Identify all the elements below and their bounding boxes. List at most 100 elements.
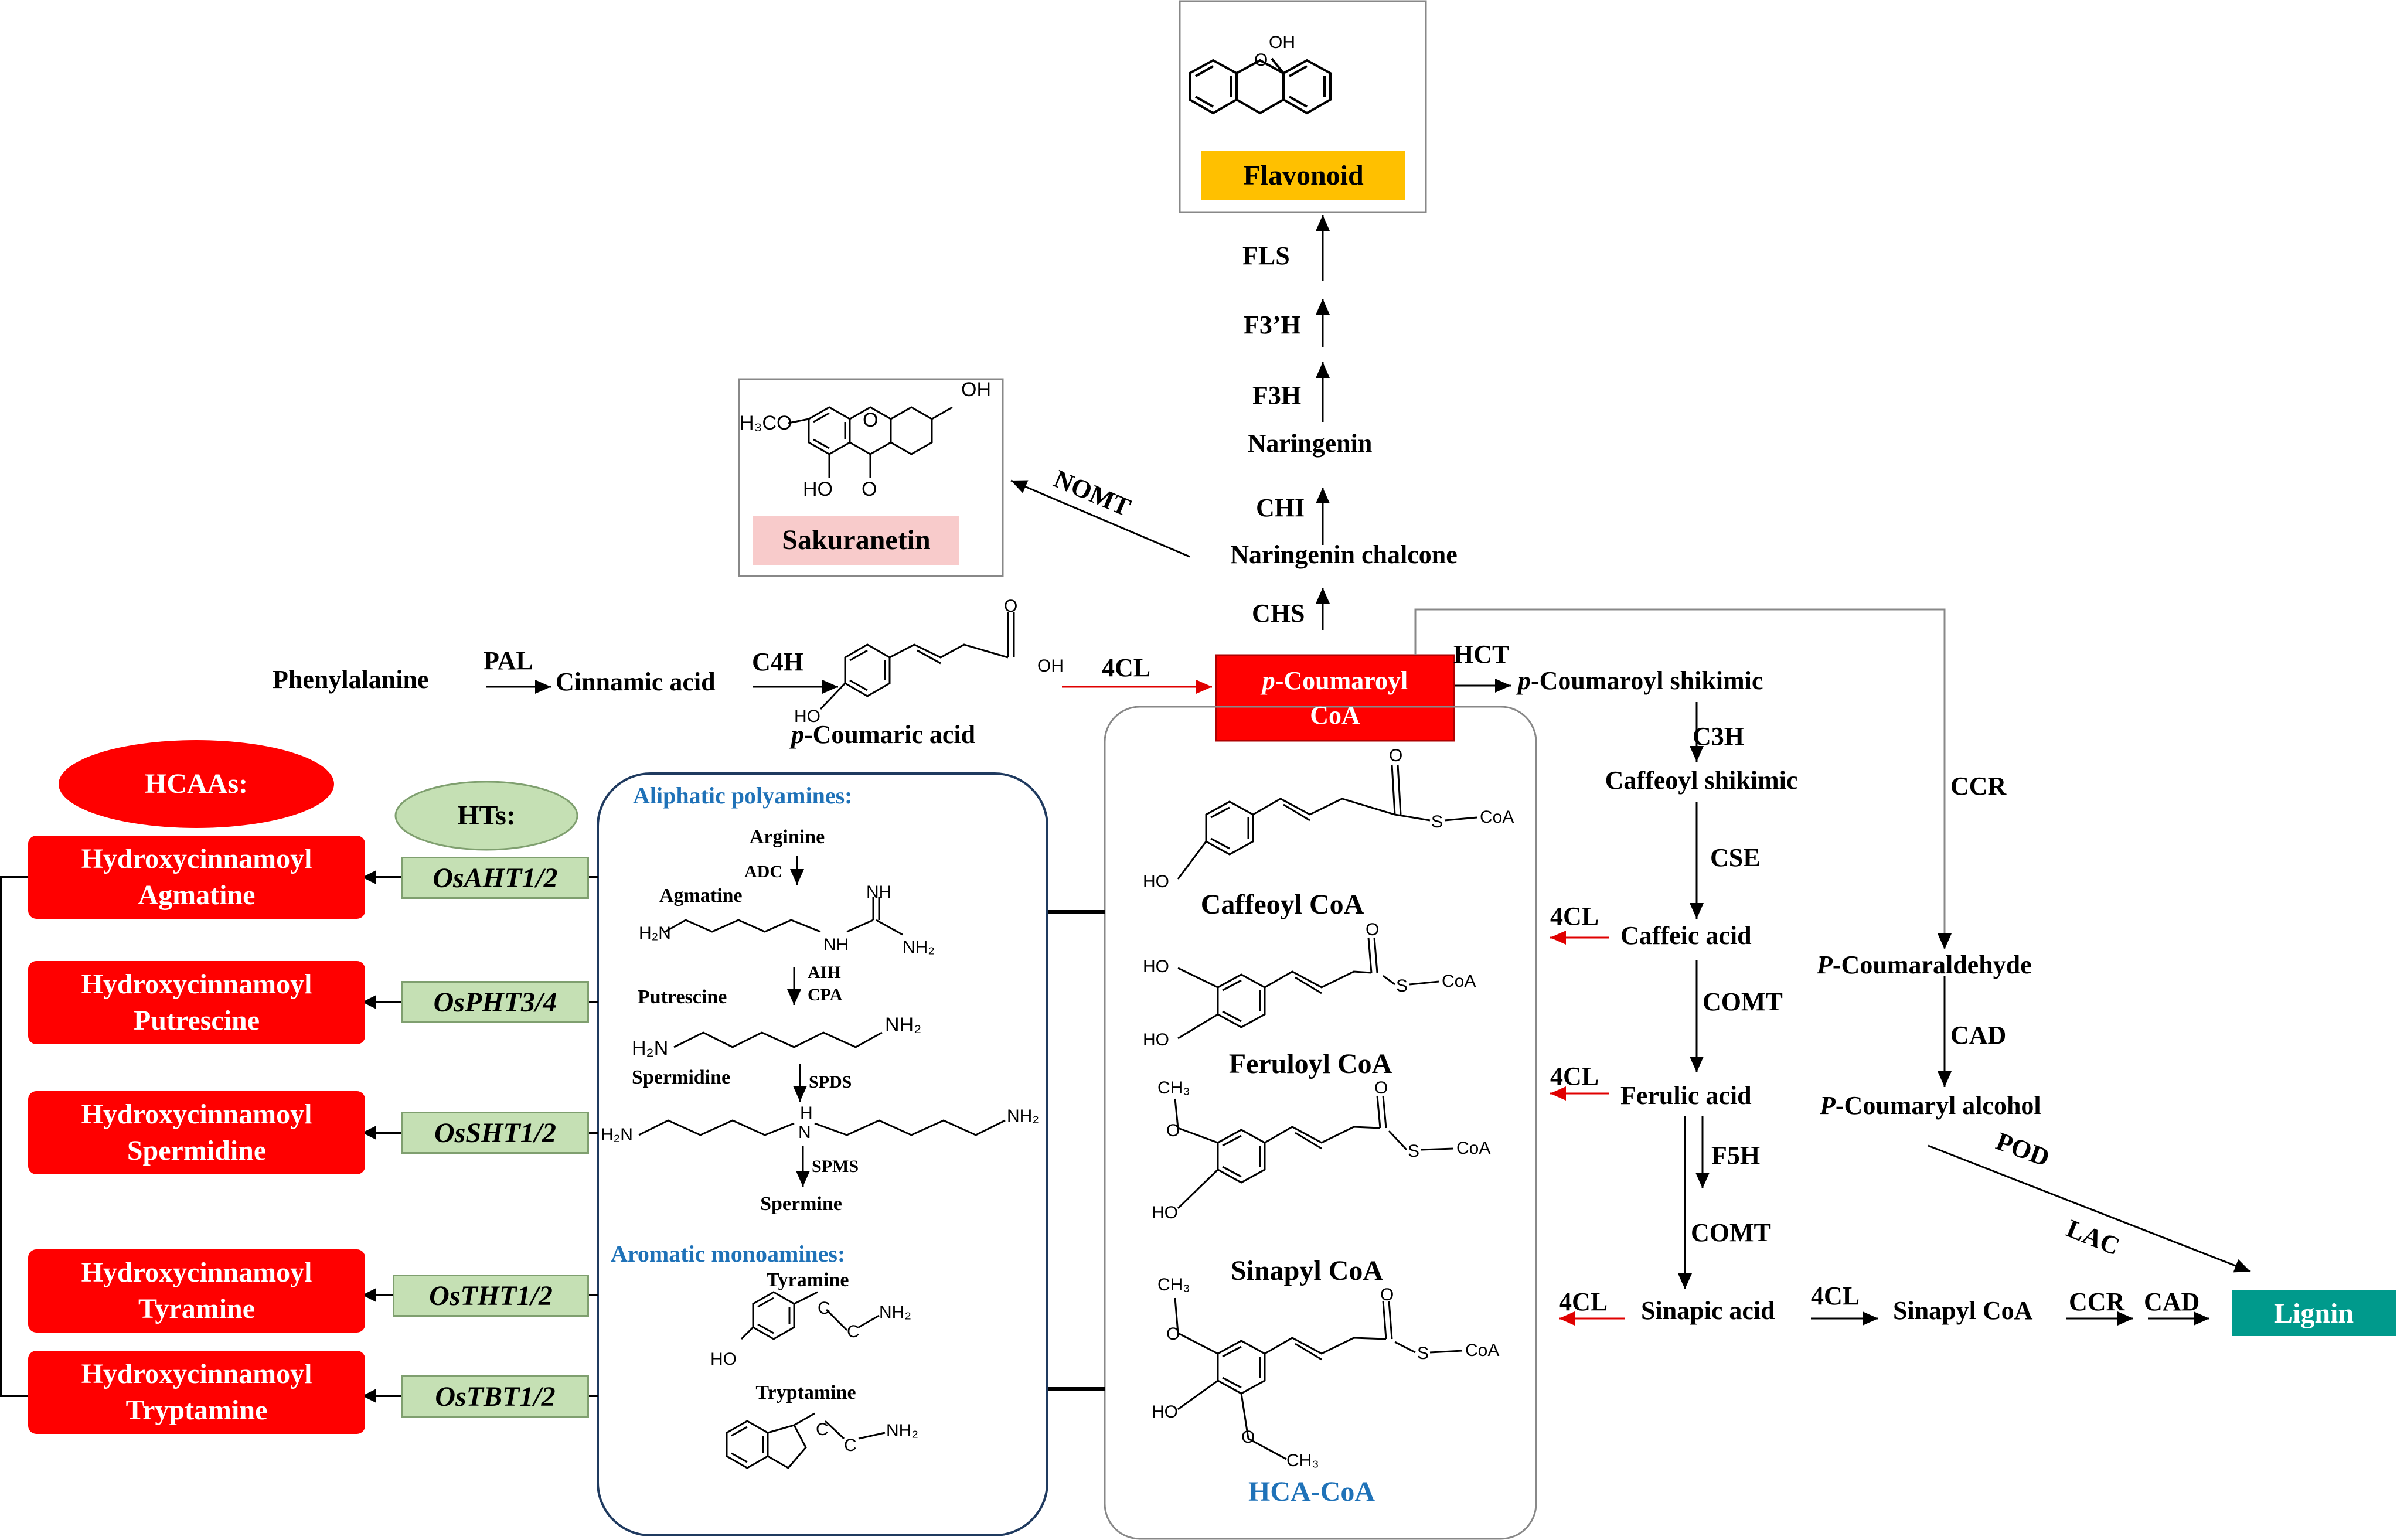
4cl-sinapyl-label: 4CL bbox=[1811, 1282, 1860, 1310]
putrescine-h2n-label: H₂N bbox=[632, 1037, 669, 1059]
c4h-label: C4H bbox=[752, 648, 803, 676]
p-coumaroyl-prefix: p bbox=[1262, 666, 1275, 695]
p-coumaric-acid-prefix: p bbox=[791, 720, 804, 749]
hcaa-spermidine-box: Hydroxycinnamoyl Spermidine bbox=[28, 1091, 365, 1174]
flavonoid-oh-label: OH bbox=[1269, 33, 1295, 52]
sinapyl2-coa-chem-label: CoA bbox=[1465, 1341, 1500, 1360]
4cl-sinapic-label: 4CL bbox=[1559, 1287, 1608, 1316]
hcaa-putrescine-line2: Putrescine bbox=[133, 1005, 260, 1036]
feruloyl-o-label: O bbox=[1366, 920, 1380, 939]
ferulic-acid-label: Ferulic acid bbox=[1620, 1081, 1752, 1110]
agmatine-label: Agmatine bbox=[659, 885, 743, 907]
4cl-core-label: 4CL bbox=[1102, 653, 1151, 682]
sinapyl1-o-label: O bbox=[1166, 1121, 1180, 1140]
aih-label: AIH bbox=[808, 963, 841, 982]
cad-final-label: CAD bbox=[2144, 1287, 2200, 1316]
naringenin-chalcone-label: Naringenin chalcone bbox=[1230, 540, 1458, 569]
sinapyl-coa-lignin-label: Sinapyl CoA bbox=[1893, 1296, 2033, 1325]
ht-spermidine-enzyme: OsSHT1/2 bbox=[401, 1112, 589, 1154]
putrescine-label: Putrescine bbox=[638, 986, 727, 1008]
flavonoid-label-bg bbox=[1201, 151, 1405, 200]
spermidine-h-label: H bbox=[800, 1103, 813, 1123]
sinapyl1-coa-chem-label: CoA bbox=[1456, 1139, 1491, 1158]
cse-label: CSE bbox=[1710, 843, 1761, 872]
hcaa-agmatine-line1: Hydroxycinnamoyl bbox=[81, 843, 312, 874]
p-coumaraldehyde-label: P-Coumaraldehyde bbox=[1817, 952, 2032, 978]
sinapyl1-keto-o-label: O bbox=[1374, 1078, 1388, 1098]
agmatine-h2n-label: H₂N bbox=[639, 924, 671, 943]
hct-label: HCT bbox=[1453, 640, 1510, 669]
ht-putrescine-enzyme: OsPHT3/4 bbox=[401, 981, 589, 1023]
lignin-box bbox=[2232, 1290, 2396, 1336]
sakuranetin-oh-label: OH bbox=[961, 379, 991, 401]
hcaas-ellipse bbox=[59, 740, 334, 828]
spermidine-nh2-label: NH₂ bbox=[1007, 1106, 1039, 1126]
tyramine-structure bbox=[740, 1291, 880, 1340]
caffeoyl-coa-structure bbox=[1177, 764, 1477, 880]
f3prime-h-label: F3’H bbox=[1244, 311, 1301, 339]
hcaa-agmatine-line2: Agmatine bbox=[138, 880, 256, 911]
caffeoyl-coa-chem-label: CoA bbox=[1480, 808, 1514, 827]
sakuranetin-o-label: O bbox=[863, 409, 879, 431]
coumaric-o-label: O bbox=[1004, 597, 1018, 616]
feruloyl-coa-chem-label: CoA bbox=[1442, 972, 1476, 991]
amines-box bbox=[597, 772, 1048, 1536]
sinapyl-coa-structure-lower bbox=[1174, 1297, 1463, 1460]
flavonoid-label: Flavonoid bbox=[1243, 160, 1364, 191]
flavonoid-structure bbox=[1189, 57, 1332, 115]
hcaa-spermidine-line2: Spermidine bbox=[127, 1135, 267, 1166]
feruloyl-coa-label: Feruloyl CoA bbox=[1228, 1048, 1392, 1079]
spermidine-n-label: N bbox=[798, 1123, 811, 1142]
tryptamine-structure bbox=[726, 1412, 886, 1469]
agmatine-nh-label: NH bbox=[823, 935, 849, 955]
f5h-label: F5H bbox=[1711, 1141, 1761, 1170]
sakuranetin-ho-label: HO bbox=[803, 478, 833, 500]
feruloyl-coa-structure bbox=[1177, 937, 1439, 1040]
putrescine-structure bbox=[673, 1031, 883, 1048]
c3h-label: C3H bbox=[1693, 722, 1744, 751]
tryptamine-c1-label: C bbox=[816, 1420, 829, 1439]
hca-coa-box bbox=[1104, 706, 1537, 1540]
lignin-label: Lignin bbox=[2273, 1298, 2354, 1329]
tyramine-nh2-label: NH₂ bbox=[879, 1303, 911, 1322]
naringenin-label: Naringenin bbox=[1247, 429, 1373, 458]
chs-label: CHS bbox=[1252, 599, 1305, 628]
sinapyl1-s-label: S bbox=[1408, 1142, 1420, 1161]
hcaa-tyramine-line1: Hydroxycinnamoyl bbox=[81, 1256, 312, 1288]
p-coumaryl-alcohol-label: P-Coumaryl alcohol bbox=[1820, 1093, 2041, 1119]
tryptamine-nh2-label: NH₂ bbox=[886, 1421, 918, 1440]
hcaas-label: HCAAs: bbox=[145, 768, 248, 799]
feruloyl-ho2-label: HO bbox=[1143, 1030, 1169, 1050]
sinapyl1-ho-label: HO bbox=[1152, 1203, 1178, 1222]
p-coumaric-acid-structure bbox=[819, 612, 1015, 710]
tyramine-label: Tyramine bbox=[766, 1269, 849, 1291]
tyramine-ho-label: HO bbox=[710, 1350, 737, 1369]
p-coumaroyl-coa-box bbox=[1215, 654, 1455, 742]
comt2-label: COMT bbox=[1691, 1218, 1771, 1247]
p-coumaroyl-shikimic-suffix: -Coumaroyl shikimic bbox=[1531, 666, 1763, 695]
hcaa-spermidine-line1: Hydroxycinnamoyl bbox=[81, 1098, 312, 1130]
sinapyl2-s-label: S bbox=[1417, 1344, 1429, 1363]
spms-label: SPMS bbox=[812, 1157, 859, 1176]
hcaa-putrescine-box: Hydroxycinnamoyl Putrescine bbox=[28, 961, 365, 1044]
sinapyl-coa-structure-upper bbox=[1174, 1095, 1454, 1209]
aliphatic-polyamines-title: Aliphatic polyamines: bbox=[633, 782, 853, 809]
spermidine-label: Spermidine bbox=[632, 1067, 731, 1088]
cpa-label: CPA bbox=[808, 985, 843, 1004]
p-coumaroyl-shikimic-prefix: p bbox=[1518, 666, 1531, 695]
flavonoid-o-label: O bbox=[1254, 50, 1268, 70]
spds-label: SPDS bbox=[809, 1072, 852, 1092]
p-coumaroyl-coa-line2: CoA bbox=[1310, 701, 1360, 730]
sinapic-acid-label: Sinapic acid bbox=[1641, 1296, 1775, 1325]
sakuranetin-keto-o-label: O bbox=[862, 478, 877, 500]
sakuranetin-structure bbox=[788, 406, 953, 478]
p-coumaroyl-coa-label: p-Coumaroyl CoA bbox=[1262, 663, 1408, 733]
hca-coa-title: HCA-CoA bbox=[1248, 1476, 1375, 1507]
aromatic-monoamines-title: Aromatic monoamines: bbox=[611, 1241, 846, 1267]
caffeoyl-coa-label: Caffeoyl CoA bbox=[1200, 889, 1364, 920]
feruloyl-ho1-label: HO bbox=[1143, 957, 1169, 976]
tyramine-c1-label: C bbox=[818, 1299, 830, 1318]
coumaric-oh-label: OH bbox=[1037, 656, 1064, 676]
4cl-caffeic-label: 4CL bbox=[1550, 902, 1599, 931]
hcaa-tryptamine-line1: Hydroxycinnamoyl bbox=[81, 1358, 312, 1389]
